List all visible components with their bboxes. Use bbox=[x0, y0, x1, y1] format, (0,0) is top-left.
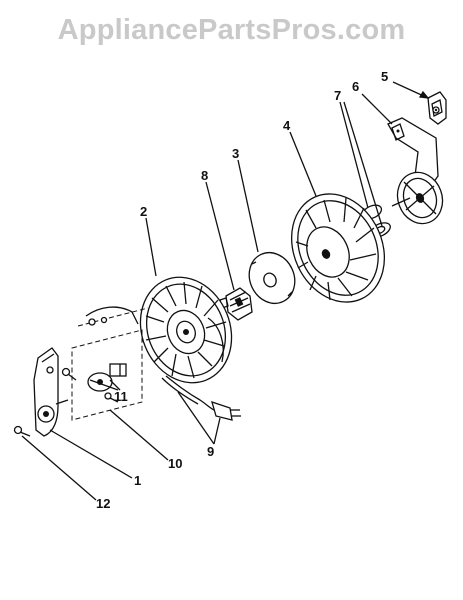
part-mounting-screw bbox=[13, 425, 31, 437]
callout-8: 8 bbox=[201, 168, 208, 183]
callout-10: 10 bbox=[168, 456, 182, 471]
callout-4: 4 bbox=[283, 118, 291, 133]
part-rear-reel-housing bbox=[139, 276, 233, 384]
callout-9: 9 bbox=[207, 444, 214, 459]
leader-lines bbox=[21, 81, 430, 501]
callout-6: 6 bbox=[352, 79, 359, 94]
callout-5: 5 bbox=[381, 69, 388, 84]
part-brush-holder bbox=[219, 287, 253, 321]
callout-7: 7 bbox=[334, 88, 341, 103]
callout-labels: 5 6 7 4 3 8 2 9 10 11 1 12 bbox=[96, 69, 388, 511]
part-switch-screws bbox=[61, 367, 119, 403]
part-end-cap bbox=[33, 347, 69, 437]
part-switch-assembly bbox=[71, 306, 149, 421]
part-friction-disc bbox=[248, 252, 296, 304]
callout-2: 2 bbox=[140, 204, 147, 219]
part-power-cord-plug bbox=[161, 375, 241, 421]
part-wheel-bracket bbox=[387, 117, 444, 225]
callout-1: 1 bbox=[134, 473, 141, 488]
part-cord-clamp bbox=[427, 91, 447, 125]
part-cord-reel bbox=[290, 193, 386, 303]
callout-12: 12 bbox=[96, 496, 110, 511]
watermark-text: AppliancePartsPros.com bbox=[57, 14, 406, 46]
callout-3: 3 bbox=[232, 146, 239, 161]
callout-11: 11 bbox=[114, 389, 128, 404]
